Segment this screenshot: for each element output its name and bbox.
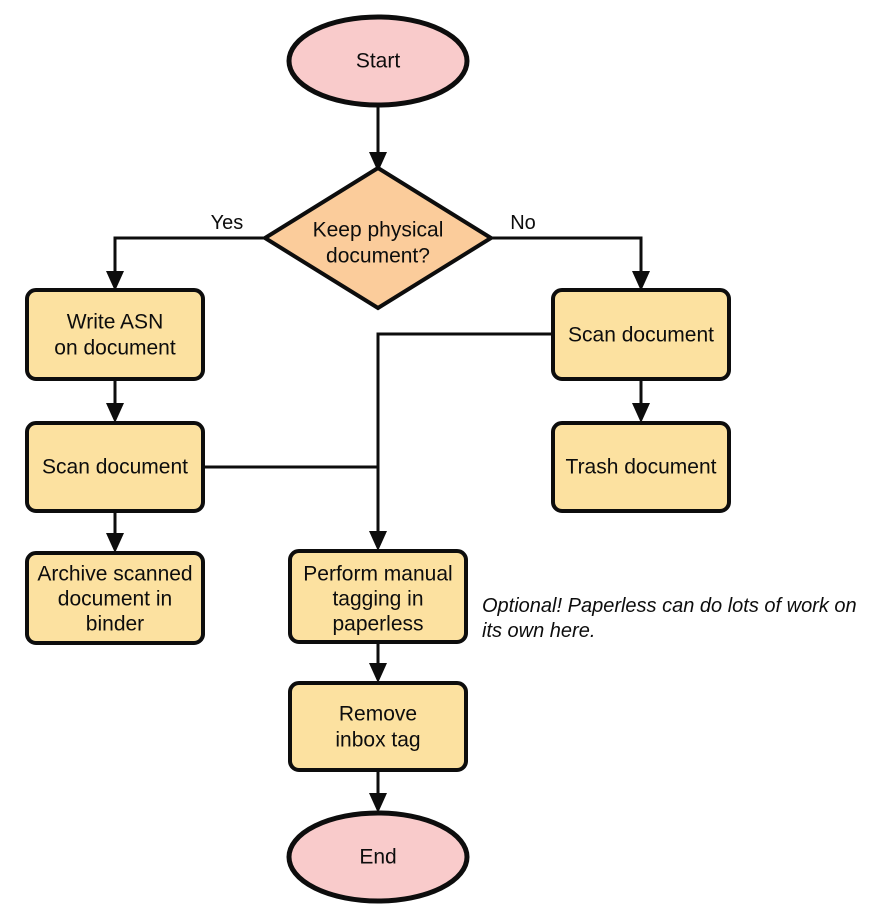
- node-write-asn-label-line1: Write ASN: [67, 311, 163, 334]
- edge-scanleft-to-archive: [106, 511, 124, 553]
- edge-decision-no: [491, 236, 650, 291]
- node-archive-label-line1: Archive scanned: [37, 563, 192, 586]
- node-archive-label-line2: document in: [58, 588, 172, 611]
- node-trash-document-label: Trash document: [566, 456, 717, 479]
- node-remove-inbox-tag[interactable]: Remove inbox tag: [288, 681, 468, 772]
- node-end-label: End: [359, 846, 396, 869]
- annotation-optional-note: Optional! Paperless can do lots of work …: [482, 595, 857, 642]
- node-decision-label-line1: Keep physical: [313, 219, 444, 242]
- node-archive-scanned-document[interactable]: Archive scanned document in binder: [25, 551, 205, 645]
- annotation-line-1: Optional! Paperless can do lots of work …: [482, 595, 857, 617]
- node-start-label: Start: [356, 50, 401, 73]
- node-start[interactable]: Start: [286, 14, 470, 108]
- node-decision-label-line2: document?: [326, 245, 430, 268]
- node-write-asn-on-document[interactable]: Write ASN on document: [25, 288, 205, 381]
- edge-tagging-to-remove: [369, 642, 387, 683]
- node-trash-document[interactable]: Trash document: [551, 421, 731, 513]
- node-remove-inbox-label-line2: inbox tag: [335, 729, 420, 752]
- edge-remove-to-end: [369, 770, 387, 813]
- node-tagging-label-line2: tagging in: [332, 588, 423, 611]
- edge-label-no: No: [510, 212, 536, 234]
- node-scan-document-right-label: Scan document: [568, 324, 714, 347]
- node-scan-document-right[interactable]: Scan document: [551, 288, 731, 381]
- node-remove-inbox-label-line1: Remove: [339, 703, 417, 726]
- edge-scanright-to-trash: [632, 379, 650, 423]
- edge-writeasn-to-scanleft: [106, 379, 124, 423]
- node-tagging-label-line1: Perform manual: [303, 563, 452, 586]
- node-archive-label-line3: binder: [86, 613, 144, 636]
- edge-scanright-to-tagging: [369, 332, 553, 551]
- node-scan-document-left-label: Scan document: [42, 456, 188, 479]
- edge-decision-yes: [106, 236, 265, 291]
- node-decision-keep-physical-document[interactable]: Keep physical document?: [261, 165, 495, 311]
- edge-start-to-decision: [369, 104, 387, 172]
- node-tagging-label-line3: paperless: [332, 613, 423, 636]
- edge-label-yes: Yes: [211, 212, 244, 234]
- node-scan-document-left[interactable]: Scan document: [25, 421, 205, 513]
- node-write-asn-label-line2: on document: [54, 337, 176, 360]
- node-perform-manual-tagging[interactable]: Perform manual tagging in paperless: [288, 549, 468, 644]
- node-end[interactable]: End: [286, 810, 470, 904]
- annotation-line-2: its own here.: [482, 620, 595, 642]
